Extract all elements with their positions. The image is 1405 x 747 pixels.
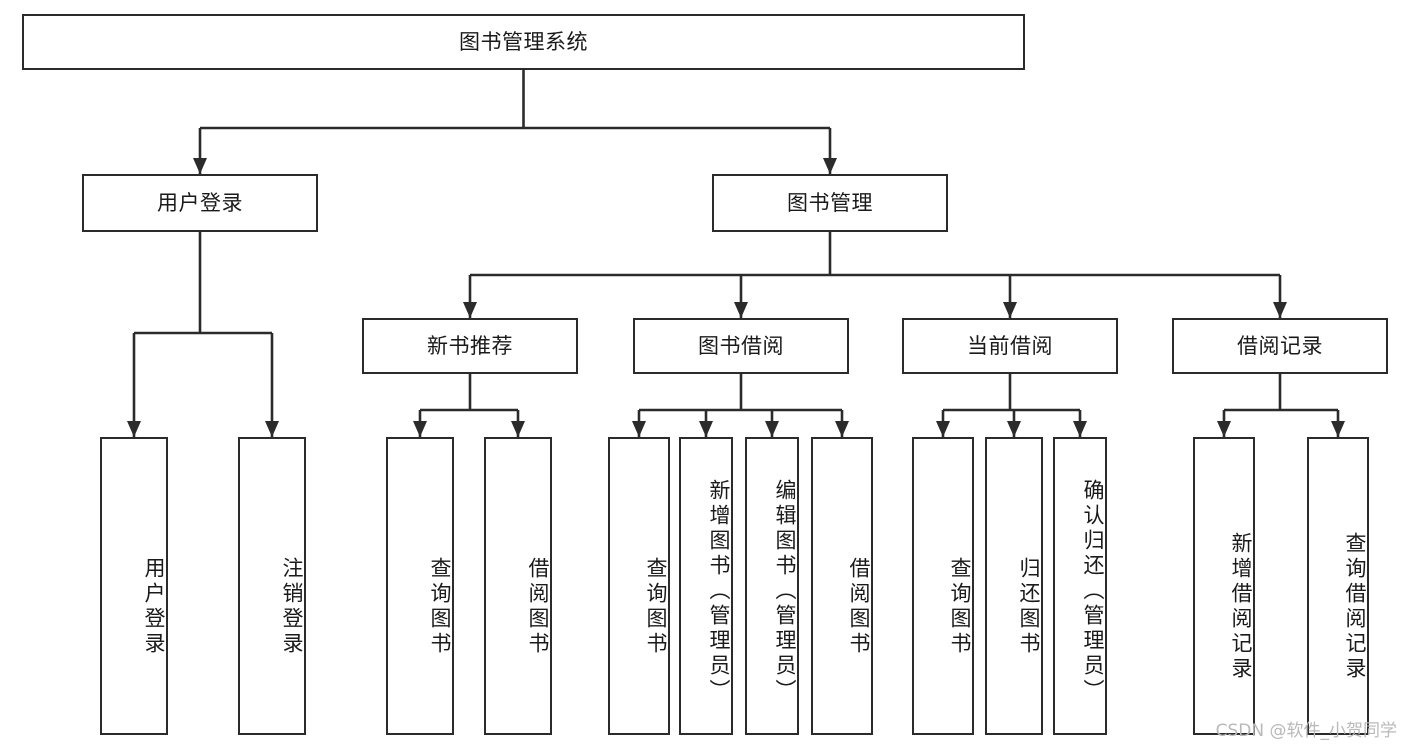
node-leaf-bor-1[interactable]: 查询图书 (608, 437, 670, 735)
csdn-watermark: CSDN @软件_小贺同学 (1215, 721, 1397, 741)
node-borrow[interactable]: 图书借阅 (633, 318, 849, 374)
arrowhead-leaf-bor-2 (699, 421, 713, 437)
arrowhead-newbook (463, 302, 477, 318)
node-leaf-new-2[interactable]: 借阅图书 (484, 437, 552, 735)
arrowhead-leaf-bor-1 (632, 421, 646, 437)
node-login[interactable]: 用户登录 (82, 174, 318, 232)
arrowhead-leaf-cur-2 (1007, 421, 1021, 437)
node-leaf-cur-3[interactable]: 确认归还（管理员） (1053, 437, 1107, 735)
node-leaf-rec-1[interactable]: 新增借阅记录 (1193, 437, 1255, 735)
node-newbook[interactable]: 新书推荐 (362, 318, 578, 374)
node-leaf-bor-4[interactable]: 借阅图书 (811, 437, 873, 735)
node-leaf-new-1[interactable]: 查询图书 (386, 437, 454, 735)
arrowhead-leaf-rec-2 (1331, 421, 1345, 437)
node-leaf-cur-1[interactable]: 查询图书 (912, 437, 974, 735)
arrowhead-leaf-cur-1 (936, 421, 950, 437)
arrowhead-records (1273, 302, 1287, 318)
arrowhead-current (1003, 302, 1017, 318)
arrowhead-leaf-new-1 (413, 421, 427, 437)
arrowhead-leaf-bor-4 (835, 421, 849, 437)
arrowhead-leaf-new-2 (511, 421, 525, 437)
arrowhead-bookmgmt (823, 158, 837, 174)
node-leaf-rec-2[interactable]: 查询借阅记录 (1307, 437, 1369, 735)
node-leaf-login-2[interactable]: 注销登录 (238, 437, 306, 735)
node-leaf-bor-3[interactable]: 编辑图书（管理员） (745, 437, 799, 735)
arrowhead-leaf-bor-3 (765, 421, 779, 437)
node-bookmgmt[interactable]: 图书管理 (712, 174, 948, 232)
node-leaf-login-1[interactable]: 用户登录 (100, 437, 168, 735)
arrowhead-borrow (734, 302, 748, 318)
node-records[interactable]: 借阅记录 (1172, 318, 1388, 374)
node-leaf-cur-2[interactable]: 归还图书 (985, 437, 1043, 735)
node-leaf-bor-2[interactable]: 新增图书（管理员） (679, 437, 733, 735)
arrowhead-leaf-login-2 (265, 421, 279, 437)
node-current[interactable]: 当前借阅 (902, 318, 1118, 374)
arrowhead-login (193, 158, 207, 174)
arrowhead-leaf-login-1 (127, 421, 141, 437)
arrowhead-leaf-rec-1 (1217, 421, 1231, 437)
arrowhead-leaf-cur-3 (1073, 421, 1087, 437)
node-root[interactable]: 图书管理系统 (22, 14, 1025, 70)
